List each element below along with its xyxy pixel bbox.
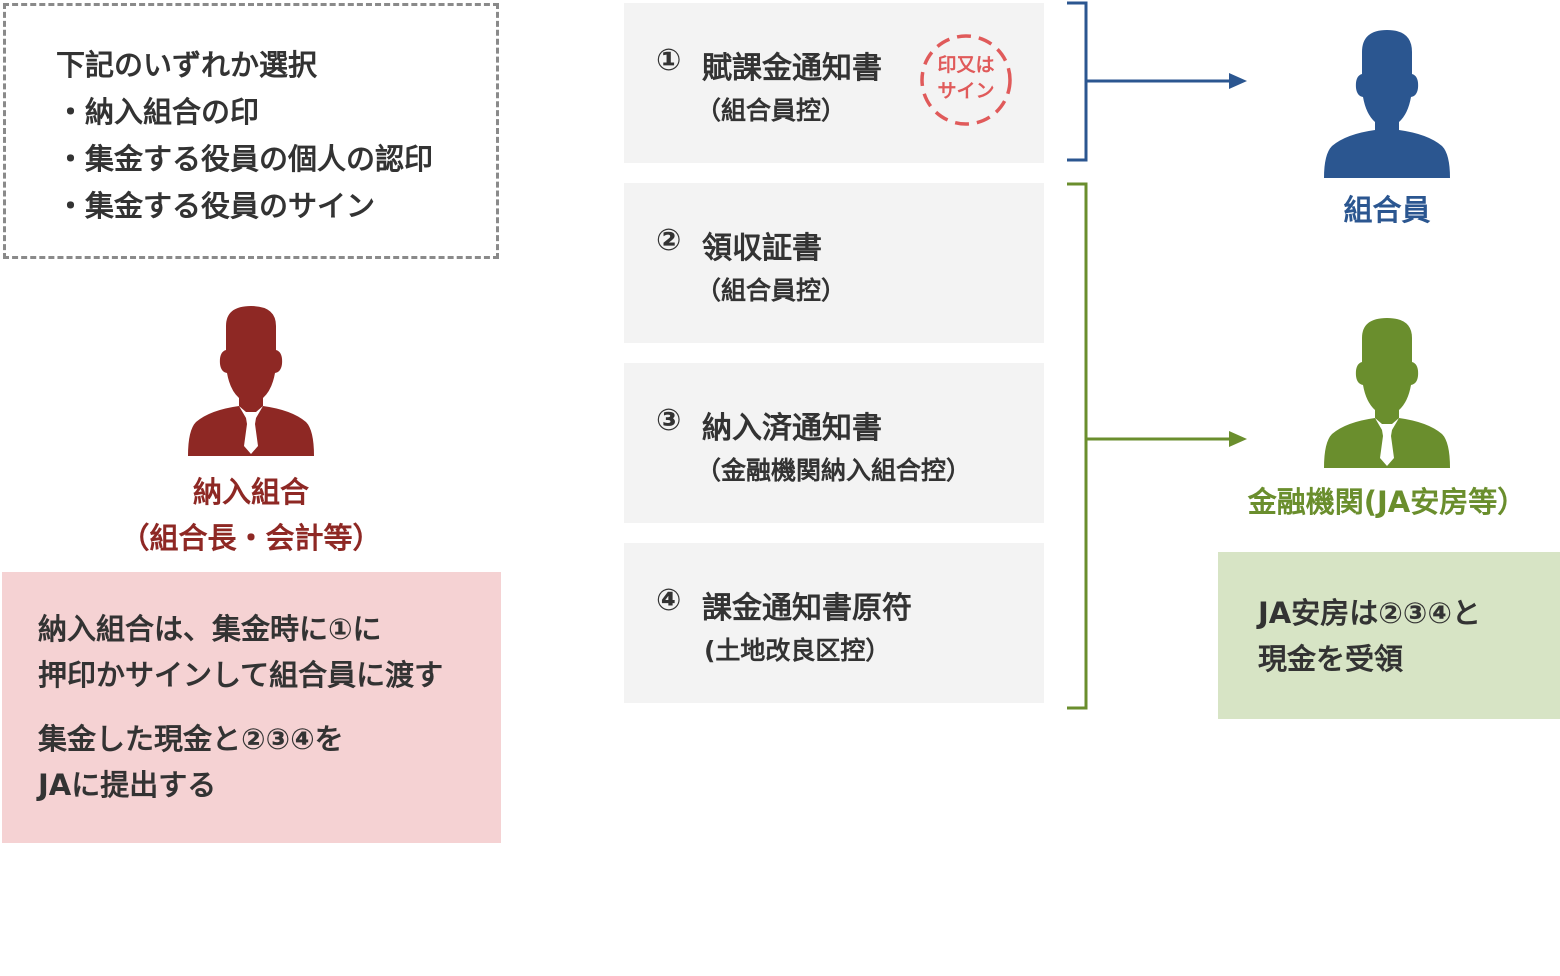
document-subtitle: (土地改良区控） bbox=[704, 636, 891, 665]
bank-note-line: 現金を受領 bbox=[1258, 642, 1404, 676]
payer-detail: （組合長・会計等） bbox=[120, 521, 382, 555]
document-number: ② bbox=[656, 223, 682, 258]
document-number: ③ bbox=[656, 403, 682, 438]
bank-bracket bbox=[1067, 182, 1088, 710]
seal-text-line: サイン bbox=[937, 80, 995, 102]
document-title: 課金通知書原符 bbox=[702, 591, 912, 626]
document-title: 賦課金通知書 bbox=[702, 51, 882, 86]
payer-note-line: 集金した現金と②③④を bbox=[38, 722, 344, 756]
document-subtitle: （金融機関納入組合控） bbox=[696, 456, 972, 485]
person-with-tie-icon bbox=[1322, 318, 1452, 468]
bank-name: 金融機関(JA安房等） bbox=[1247, 485, 1527, 519]
seal-text-line: 印又は bbox=[937, 54, 995, 76]
document-subtitle: （組合員控） bbox=[696, 96, 847, 125]
person-icon bbox=[1322, 30, 1452, 178]
document-subtitle: （組合員控） bbox=[696, 276, 847, 305]
arrow-right-icon bbox=[1229, 431, 1247, 447]
option-union-seal: ・納入組合の印 bbox=[56, 95, 260, 129]
member-bracket bbox=[1067, 1, 1088, 162]
payer-note-line: JAに提出する bbox=[38, 768, 217, 802]
document-title: 領収証書 bbox=[702, 231, 822, 266]
bank-note-line: JA安房は②③④と bbox=[1258, 596, 1481, 630]
document-title: 納入済通知書 bbox=[702, 411, 882, 446]
member-name: 組合員 bbox=[1343, 193, 1431, 227]
document-3-card: ③ 納入済通知書 （金融機関納入組合控） bbox=[624, 363, 1044, 523]
document-2-card: ② 領収証書 （組合員控） bbox=[624, 183, 1044, 343]
seal-or-signature-mark: 印又は サイン bbox=[918, 32, 1014, 128]
bank-note: JA安房は②③④と 現金を受領 bbox=[1218, 552, 1560, 719]
payer-note-line: 納入組合は、集金時に①に bbox=[38, 612, 382, 646]
person-with-tie-icon bbox=[186, 306, 316, 456]
payer-name: 納入組合 bbox=[192, 475, 309, 509]
option-personal-seal: ・集金する役員の個人の認印 bbox=[56, 142, 434, 176]
payer-note-line: 押印かサインして組合員に渡す bbox=[38, 658, 444, 692]
payer-note: 納入組合は、集金時に①に 押印かサインして組合員に渡す 集金した現金と②③④を … bbox=[2, 572, 501, 843]
document-1-card: ① 賦課金通知書 （組合員控） bbox=[624, 3, 1044, 163]
document-4-card: ④ 課金通知書原符 (土地改良区控） bbox=[624, 543, 1044, 703]
document-number: ① bbox=[656, 43, 682, 78]
option-signature: ・集金する役員のサイン bbox=[56, 189, 376, 223]
arrow-right-icon bbox=[1229, 73, 1247, 89]
dashed-circle-icon bbox=[920, 34, 1012, 126]
options-heading: 下記のいずれか選択 bbox=[56, 48, 318, 82]
signature-options-box: 下記のいずれか選択 ・納入組合の印 ・集金する役員の個人の認印 ・集金する役員の… bbox=[3, 3, 499, 259]
document-number: ④ bbox=[656, 583, 682, 618]
